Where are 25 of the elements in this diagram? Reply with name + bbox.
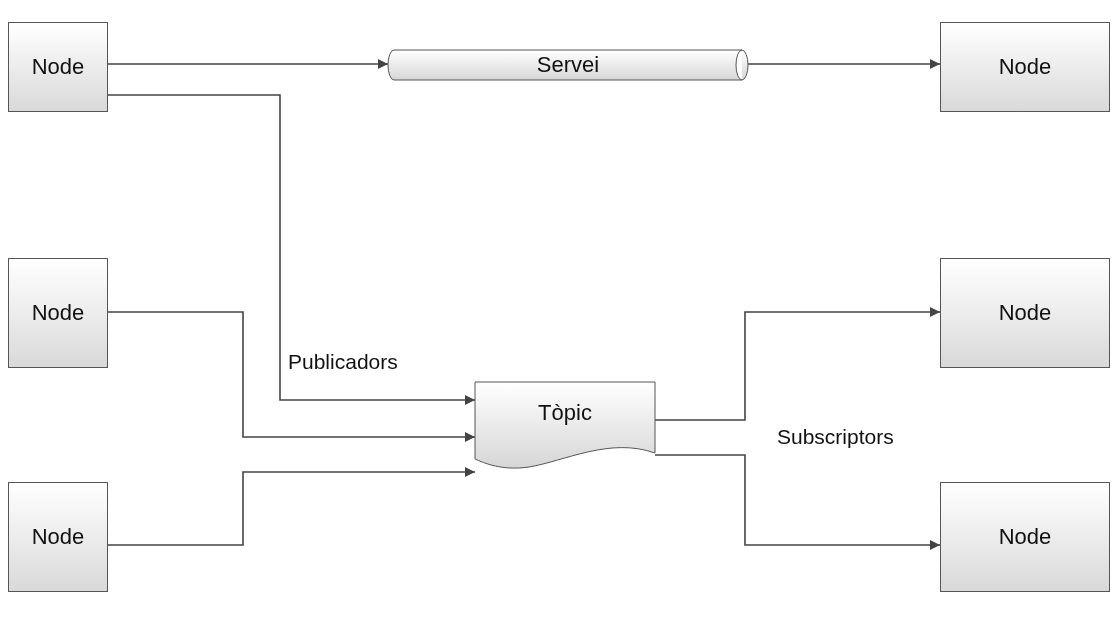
service-cylinder	[388, 50, 748, 80]
process-box	[940, 22, 1110, 112]
node-label: Node	[998, 54, 1052, 80]
node-label: Tòpic	[538, 400, 592, 426]
process-box	[8, 482, 108, 592]
process-box	[8, 258, 108, 368]
arrow	[747, 59, 941, 69]
process-box	[940, 482, 1110, 592]
arrow	[654, 307, 941, 421]
arrow	[107, 94, 476, 405]
node-label: Node	[31, 54, 85, 80]
arrow	[107, 59, 389, 69]
process-box	[8, 22, 108, 112]
node-label: Node	[998, 300, 1052, 326]
node-label: Node	[31, 524, 85, 550]
node-label: Node	[998, 524, 1052, 550]
arrow	[654, 454, 941, 550]
group-label: Subscriptors	[777, 425, 894, 449]
arrow	[107, 467, 476, 546]
group-label: Publicadors	[288, 350, 398, 374]
node-label: Servei	[536, 52, 600, 78]
node-label: Node	[31, 300, 85, 326]
topic-document	[475, 382, 655, 467]
process-box	[940, 258, 1110, 368]
arrow	[107, 311, 476, 442]
